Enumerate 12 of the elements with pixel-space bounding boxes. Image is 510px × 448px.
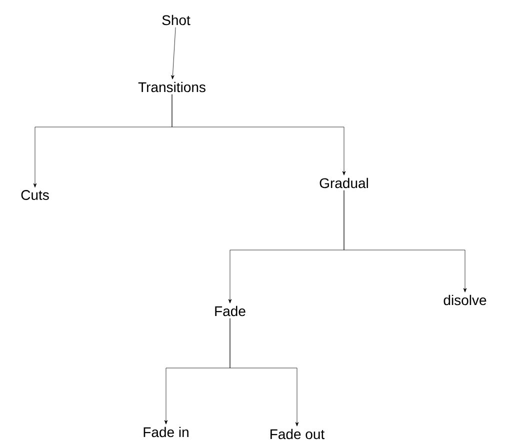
- node-label: Gradual: [320, 178, 368, 188]
- node-label: disolve: [444, 294, 486, 306]
- node-label: Transitions: [138, 82, 206, 92]
- arrow: [172, 94, 346, 176]
- arrow: [344, 190, 467, 292]
- node-label: Shot: [162, 14, 190, 26]
- arrow: [230, 318, 299, 426]
- node-label: Fade: [215, 306, 246, 316]
- arrow: [171, 27, 176, 80]
- node-label: Cuts: [21, 190, 49, 200]
- node-label: Fade out: [270, 428, 325, 440]
- node-label: Fade in: [144, 426, 188, 438]
